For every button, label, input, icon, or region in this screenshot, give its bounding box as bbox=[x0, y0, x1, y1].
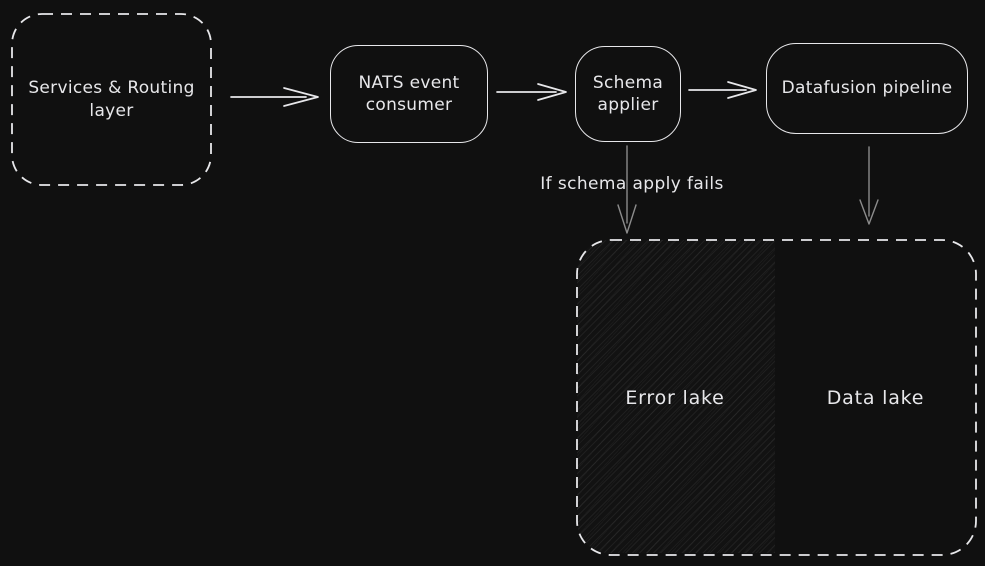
services-routing-label: Services & Routing layer bbox=[28, 78, 195, 121]
error-lake-label: Error lake bbox=[625, 386, 725, 409]
arrow-schema-to-error-lake bbox=[617, 145, 637, 234]
arrow-nats-to-schema bbox=[496, 83, 567, 101]
error-lake-region: Error lake bbox=[575, 238, 775, 557]
error-lake-hatch-fill bbox=[577, 240, 775, 553]
edge-label-schema-fail: If schema apply fails bbox=[540, 174, 724, 194]
arrow-datafusion-to-data-lake bbox=[859, 146, 879, 225]
nats-consumer-label: NATS event consumer bbox=[358, 72, 460, 115]
data-lake-region: Data lake bbox=[775, 238, 976, 557]
datafusion-pipeline-node: Datafusion pipeline bbox=[766, 43, 968, 134]
schema-applier-node: Schema applier bbox=[575, 46, 681, 142]
lake-container: Error lake Data lake bbox=[575, 238, 978, 557]
nats-consumer-node: NATS event consumer bbox=[330, 45, 488, 143]
data-lake-label: Data lake bbox=[826, 386, 925, 409]
datafusion-pipeline-label: Datafusion pipeline bbox=[781, 78, 953, 99]
arrow-schema-to-datafusion bbox=[688, 81, 757, 99]
services-routing-node: Services & Routing layer bbox=[10, 12, 213, 187]
arrow-services-to-nats bbox=[230, 87, 319, 107]
schema-applier-label: Schema applier bbox=[592, 72, 664, 115]
